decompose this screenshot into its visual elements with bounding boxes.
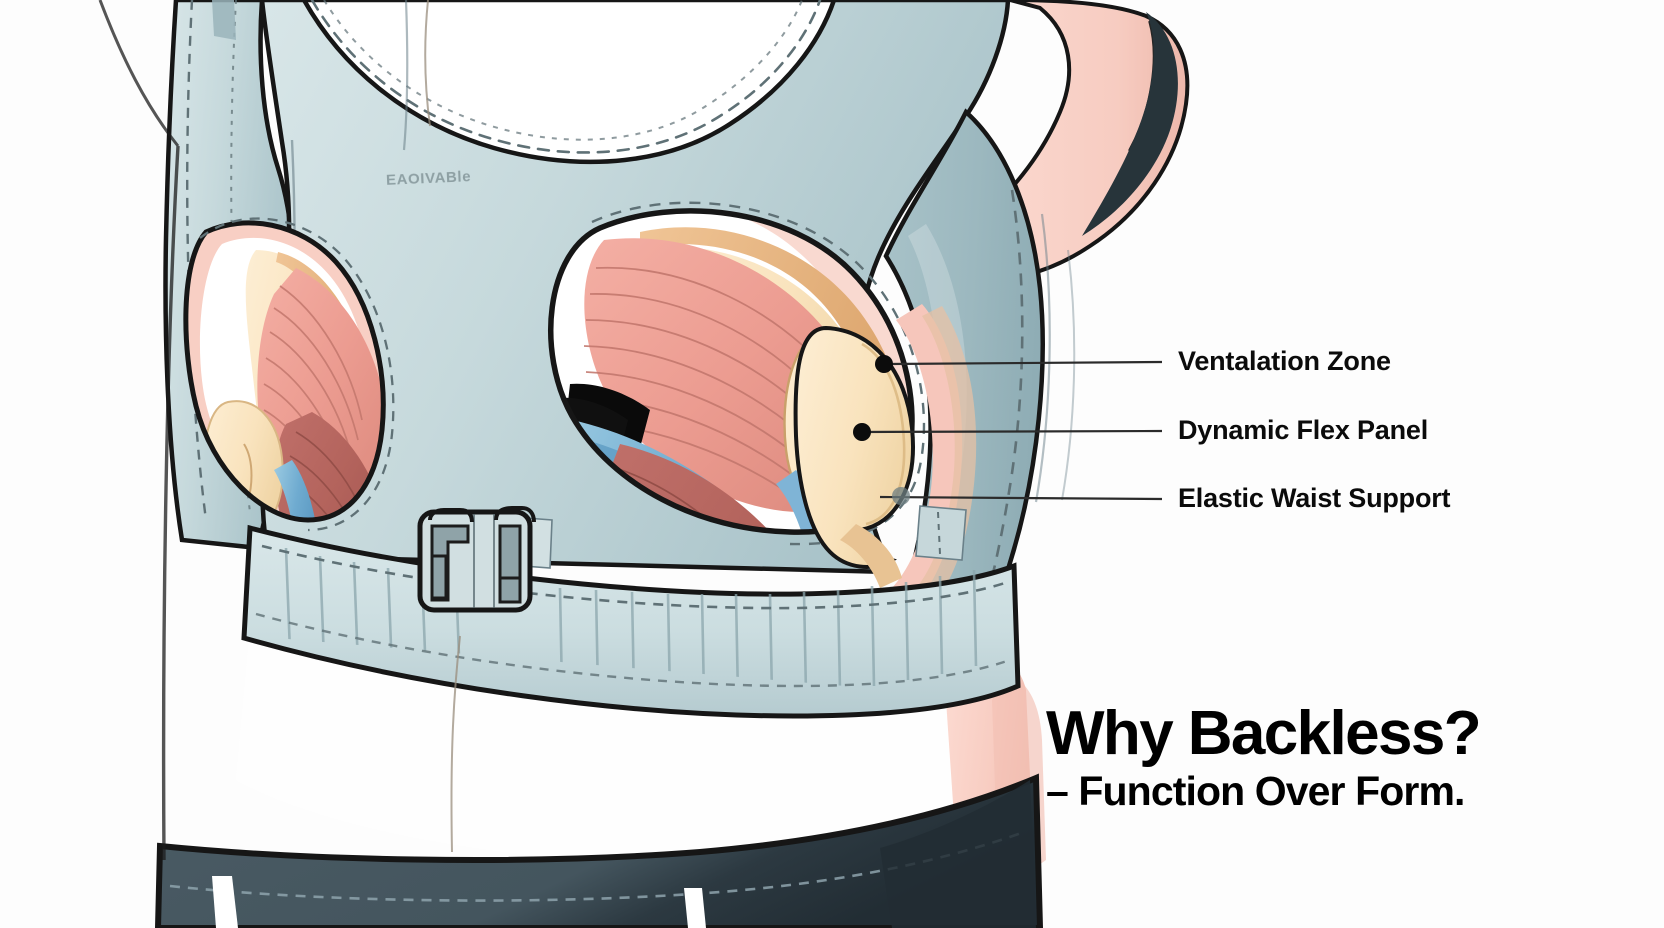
left-cutaway-window bbox=[183, 217, 395, 532]
headline-sub-text: – Function Over Form. bbox=[1046, 767, 1465, 814]
headline-main-text: Why Backless? bbox=[1046, 699, 1482, 768]
anchor-dot-ventilation-zone bbox=[875, 355, 893, 373]
sketch-guide-lines bbox=[98, 0, 461, 861]
callout-label-ventilation-zone: Ventalation Zone bbox=[1178, 346, 1391, 376]
waistband-buckle[interactable] bbox=[417, 506, 536, 613]
leader-line-dynamic-flex-panel bbox=[861, 429, 1163, 434]
athletic-shorts bbox=[154, 773, 1044, 928]
leader-line-elastic-waist-support bbox=[879, 495, 1163, 501]
anchor-dot-elastic-waist-support bbox=[892, 487, 910, 505]
callout-label-dynamic-flex-panel: Dynamic Flex Panel bbox=[1178, 415, 1429, 445]
anchor-dot-dynamic-flex-panel bbox=[853, 423, 871, 441]
callout-leader-lines bbox=[853, 355, 1163, 505]
leader-line-ventilation-zone bbox=[883, 360, 1163, 366]
callout-label-elastic-waist-support: Elastic Waist Support bbox=[1178, 483, 1451, 513]
headline-block: Why Backless? – Function Over Form. bbox=[1046, 699, 1482, 814]
